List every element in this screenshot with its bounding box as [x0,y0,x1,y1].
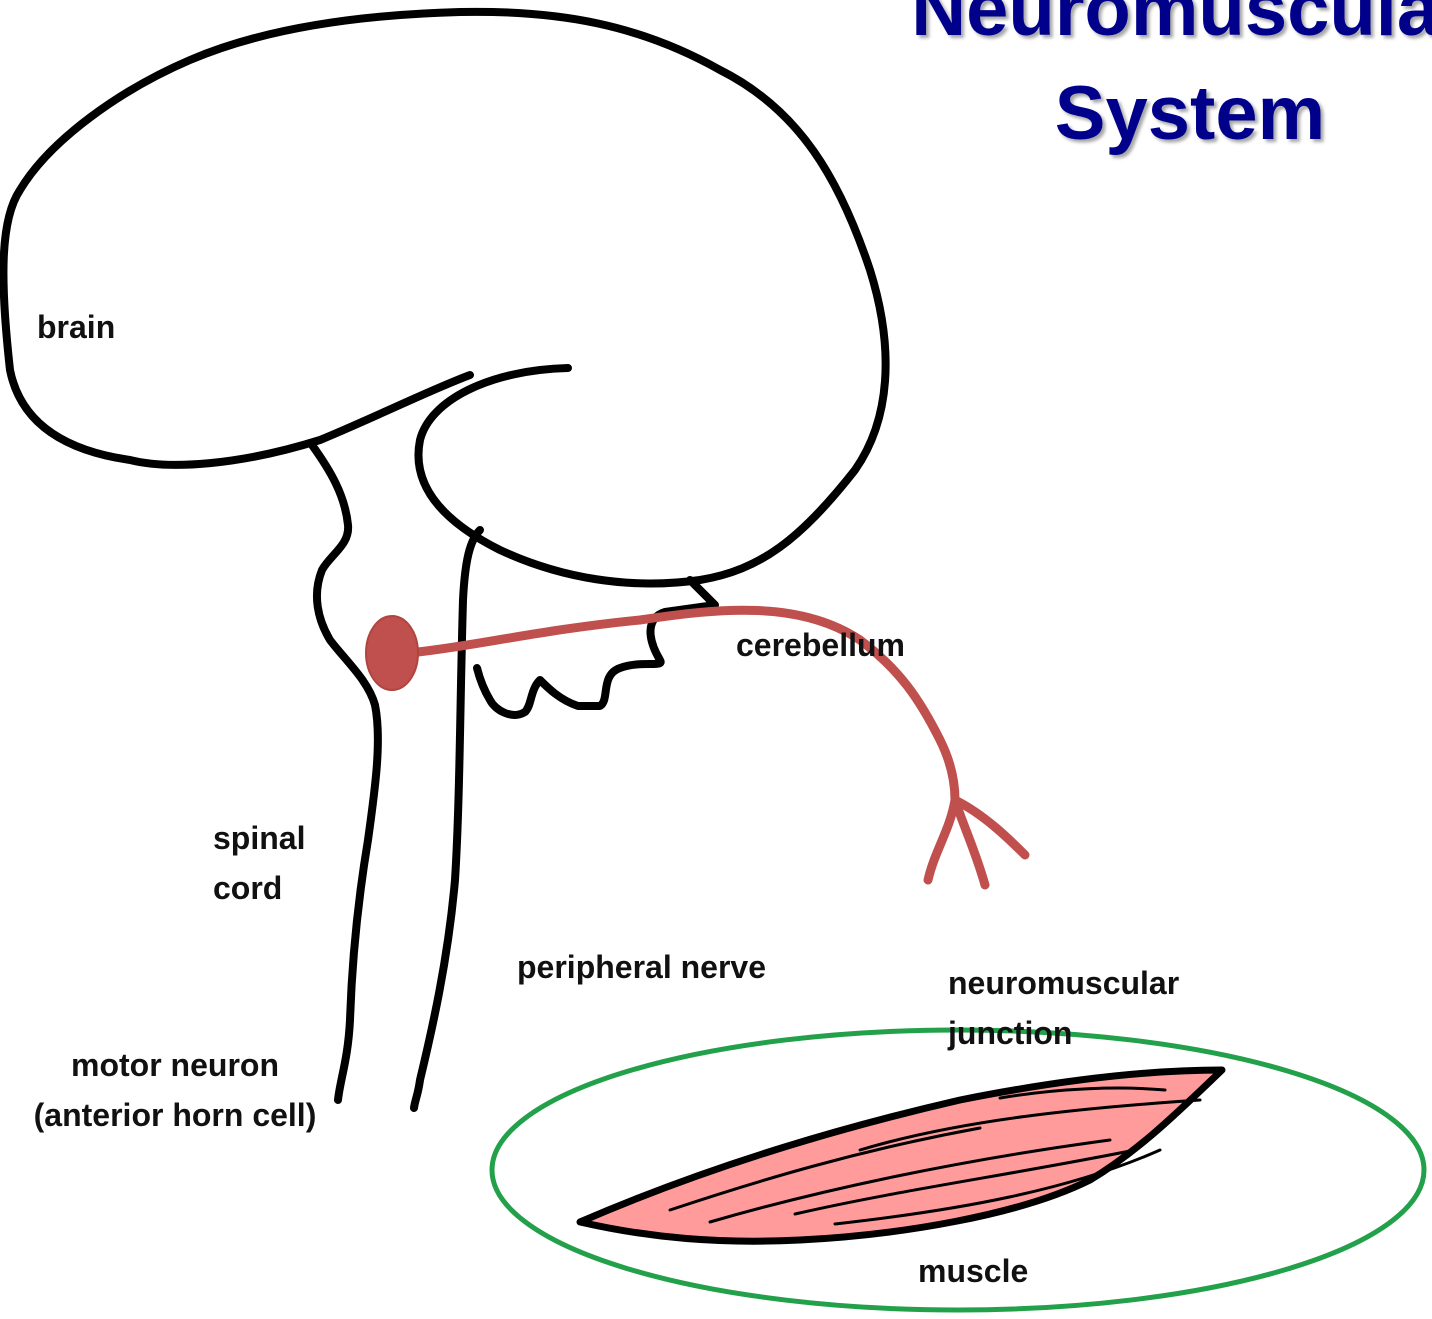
brain-outline [3,12,885,584]
title-line-2: System [880,62,1432,166]
label-spinal-cord-line-2: cord [213,863,282,913]
label-motor-neuron-line-2: (anterior horn cell) [0,1090,350,1140]
motor-neuron-cell-body [366,616,418,690]
label-neuromuscular-junction-line-2: junction [948,1008,1072,1058]
nerve-branch [928,800,955,880]
label-cerebellum: cerebellum [736,620,905,670]
label-motor-neuron-line-1: motor neuron [0,1040,350,1090]
spinal-cord-right-edge [414,530,480,1108]
cerebellum-outline [477,580,715,715]
page-title: Neuromuscular System [880,0,1432,166]
label-spinal-cord-line-1: spinal [213,813,305,863]
label-muscle: muscle [918,1246,1028,1296]
label-peripheral-nerve: peripheral nerve [517,942,766,992]
label-neuromuscular-junction-line-1: neuromuscular [948,958,1179,1008]
label-brain: brain [37,302,115,352]
title-line-1: Neuromuscular [880,0,1432,62]
brainstem-left-edge [312,445,378,1100]
